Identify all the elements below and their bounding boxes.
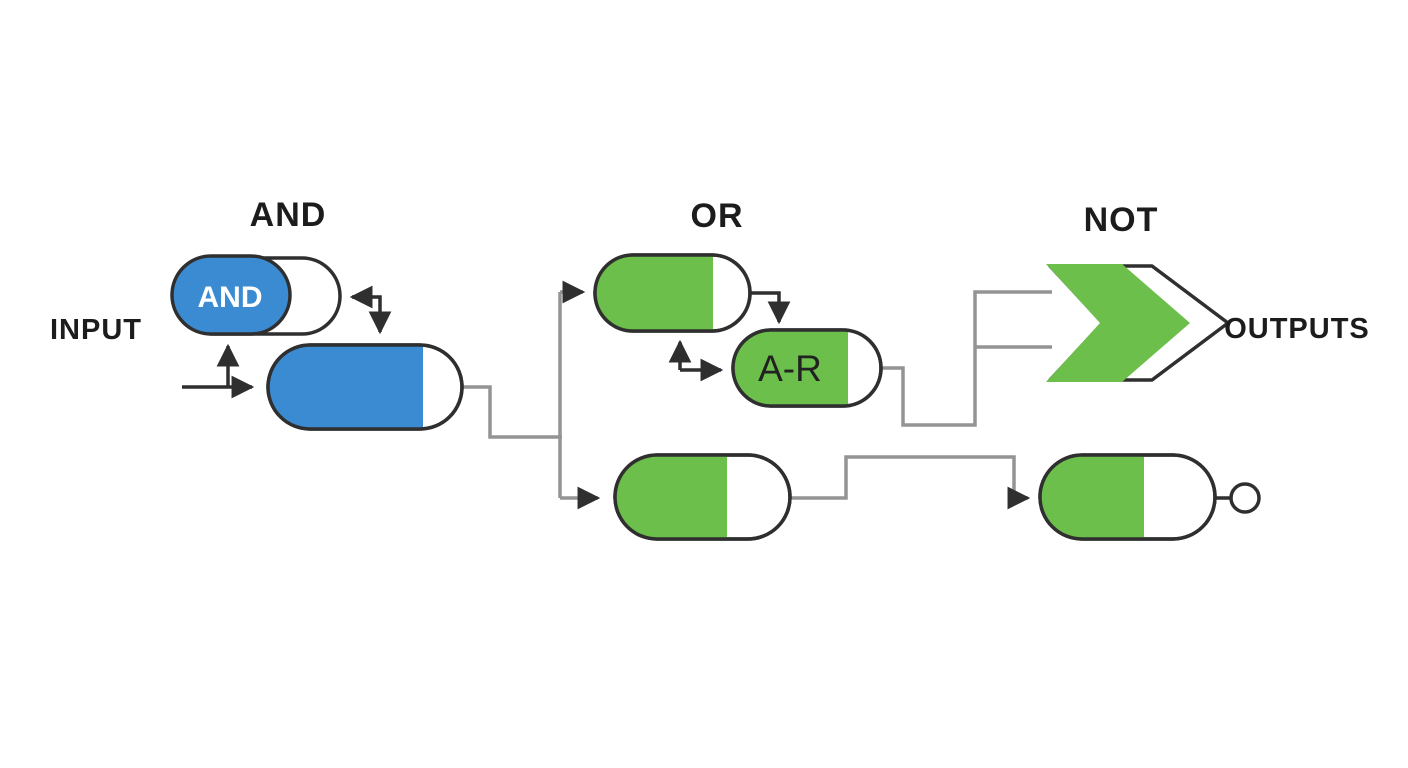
not-chevron-fill	[1046, 264, 1190, 382]
labels: AND OR NOT INPUT OUTPUTS AND A-R	[50, 196, 1370, 389]
output-pill-outline	[1038, 453, 1217, 541]
wires	[462, 280, 1052, 510]
dark-connectors	[182, 285, 1230, 500]
ar-pill-fill	[733, 330, 848, 406]
wire-ar-to-not-top	[881, 290, 1052, 427]
and-node-label: AND	[198, 281, 263, 314]
connector-or-feedback	[750, 291, 791, 325]
ar-node-label: A-R	[758, 348, 822, 389]
and-big-pill-fill	[268, 345, 423, 429]
or-section-title: OR	[691, 197, 744, 235]
and-gate-node	[170, 254, 292, 336]
or-bottom-pill-fill	[615, 455, 727, 539]
or-bottom-pill-outline	[613, 453, 792, 541]
and-section-title: AND	[250, 196, 327, 234]
shapes	[170, 253, 1261, 541]
not-section-title: NOT	[1084, 201, 1159, 239]
connector-and-feedback	[349, 285, 392, 335]
output-pill-fill	[1040, 455, 1144, 539]
or-top-pill-outline	[593, 253, 752, 333]
not-bubble	[1229, 482, 1261, 514]
ar-pill-outline	[731, 328, 883, 408]
input-label: INPUT	[50, 314, 142, 346]
wire-or-bottom-to-output-pill	[790, 455, 1031, 510]
outputs-label: OUTPUTS	[1224, 313, 1370, 345]
wire-and-to-split	[462, 385, 562, 439]
or-top-pill-fill	[595, 255, 713, 331]
and-big-pill-outline	[266, 343, 464, 431]
